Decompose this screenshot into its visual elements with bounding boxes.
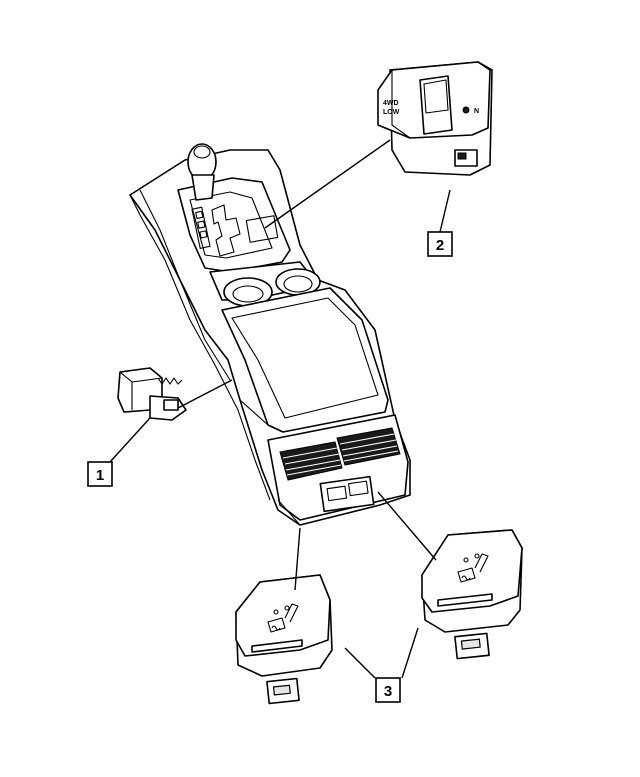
seat-switch-face-right [421,529,523,613]
four-wd-low-switch: 4WD LOW N [377,61,493,176]
center-console [129,143,411,526]
leader-lines [109,139,451,679]
rear-vent-right [336,427,401,466]
leader-3-left-up [294,527,301,591]
leader-1-to-console [177,379,233,409]
callout-1: 1 [87,461,113,487]
shifter-switch [117,367,187,421]
leader-1-to-part [109,417,151,463]
leader-2-to-console [264,139,391,229]
seat-heat-switch-right [421,529,523,660]
armrest-lid [221,287,389,433]
callout-label-2: 2 [436,237,444,254]
seat-switch-face-left [235,574,331,657]
leader-3-right-up [377,491,437,561]
shifter-bezel [177,177,291,273]
switch-label-n: N [474,108,479,115]
leader-2-to-part [439,189,451,233]
leader-3-left [344,647,376,679]
indicator-led [462,106,470,114]
leader-3-right [401,627,419,679]
switch-label-low: LOW [383,109,400,116]
callout-2: 2 [427,231,453,257]
rear-vent-left [279,441,343,481]
callout-3: 3 [375,677,401,703]
switch-label-4wd: 4WD [383,100,399,107]
seat-heat-switch-left [235,574,333,705]
callout-label-3: 3 [384,683,392,700]
callout-label-1: 1 [96,467,104,484]
